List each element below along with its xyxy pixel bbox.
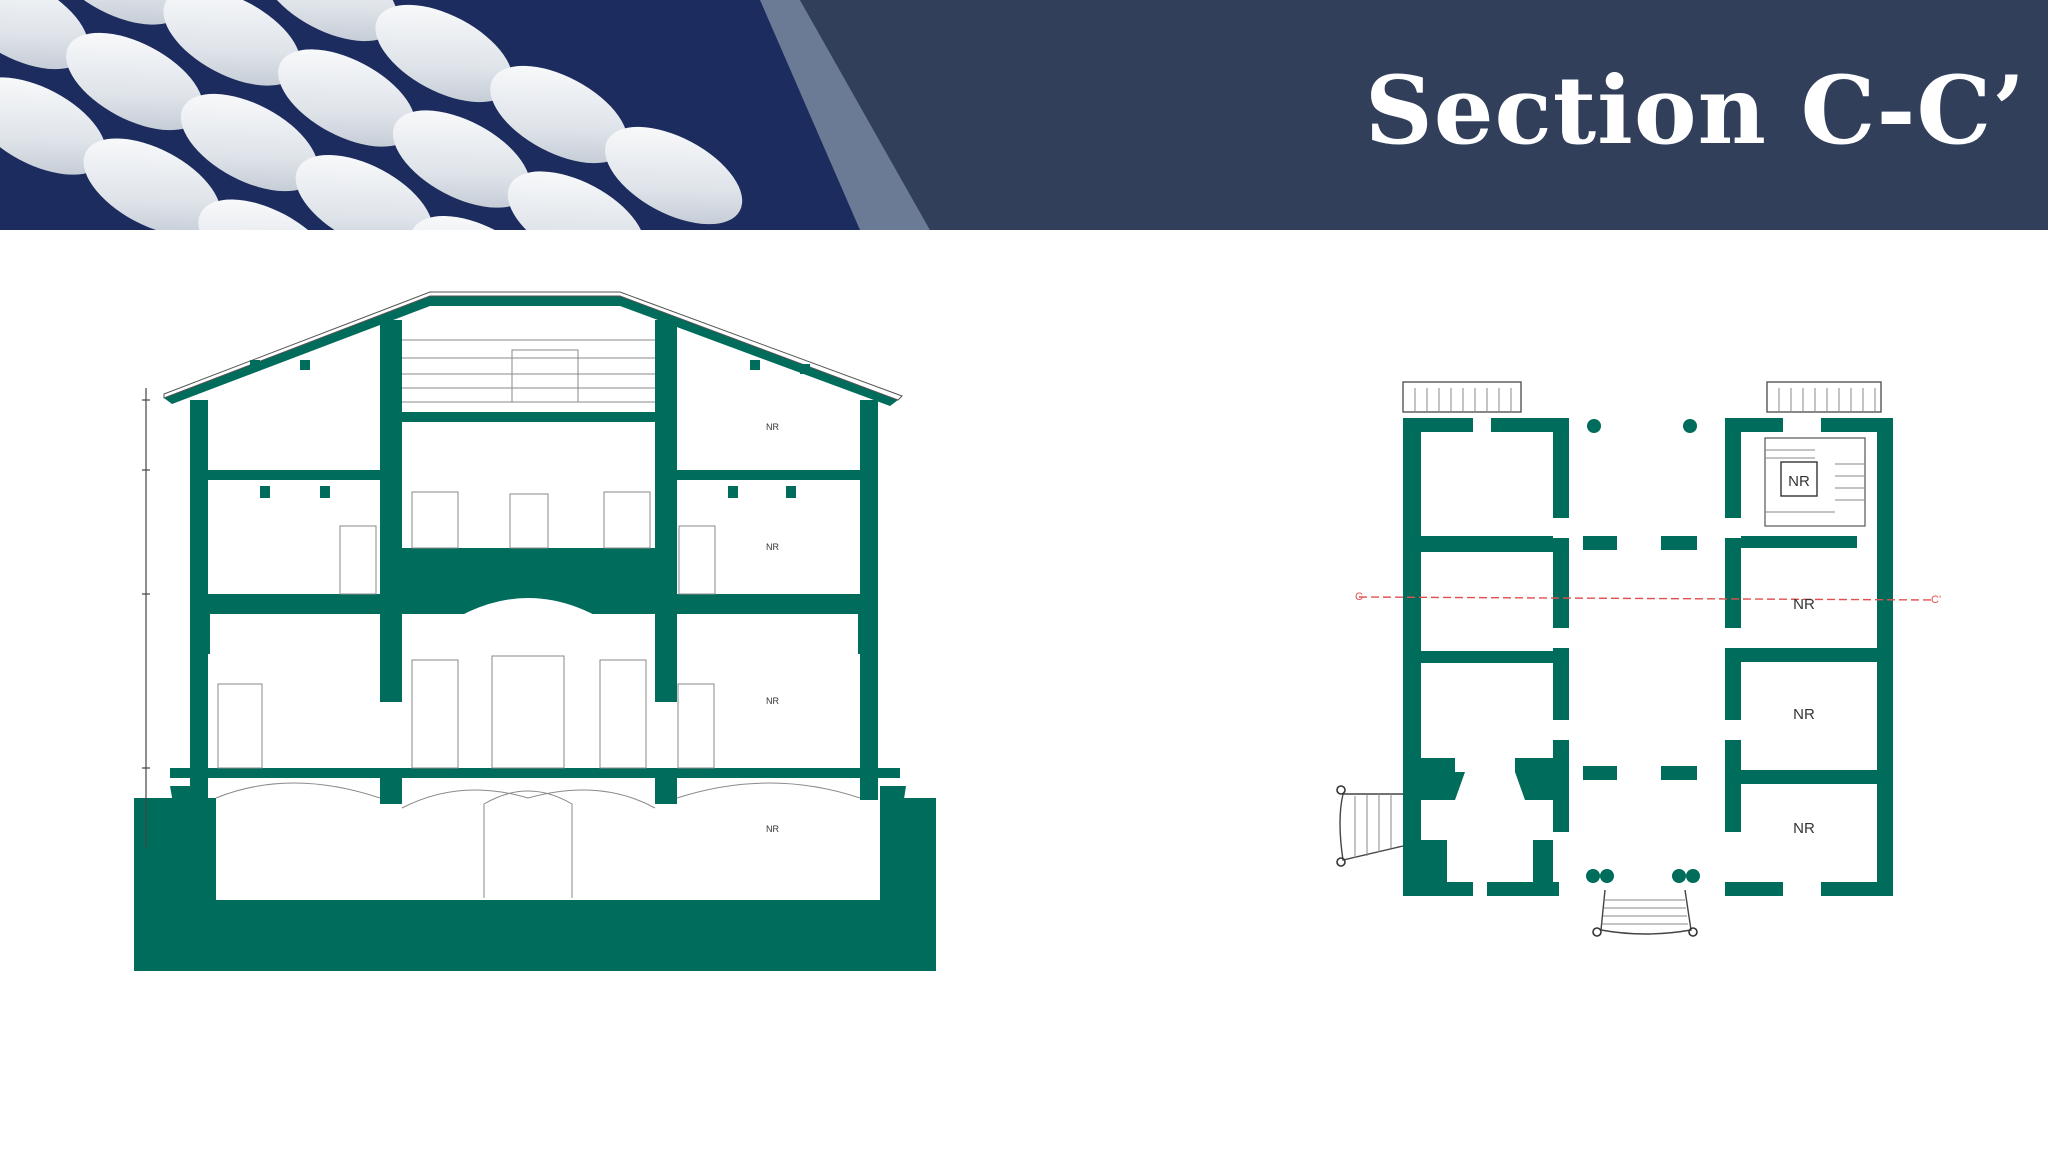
plan-room-label-2: NR <box>1793 596 1815 613</box>
floor-plan-drawing: C C' NR NR NR NR <box>1336 381 1941 937</box>
section-room-label-2: NR <box>766 542 779 552</box>
plan-room-label-1: NR <box>1788 473 1810 490</box>
plan-room-label-3: NR <box>1793 706 1815 723</box>
cut-marker-right: C' <box>1931 594 1941 606</box>
header-banner: Section C-C’ <box>0 0 2048 230</box>
banner-facade-photo <box>0 0 1000 230</box>
section-room-label-3: NR <box>766 696 779 706</box>
section-room-label-4: NR <box>766 824 779 834</box>
building-section-drawing: NR NR NR NR <box>134 291 936 971</box>
plan-room-label-4: NR <box>1793 820 1815 837</box>
section-room-label-1: NR <box>766 422 779 432</box>
slide-title: Section C-C’ <box>1364 56 2026 166</box>
cut-marker-left: C <box>1355 591 1363 603</box>
